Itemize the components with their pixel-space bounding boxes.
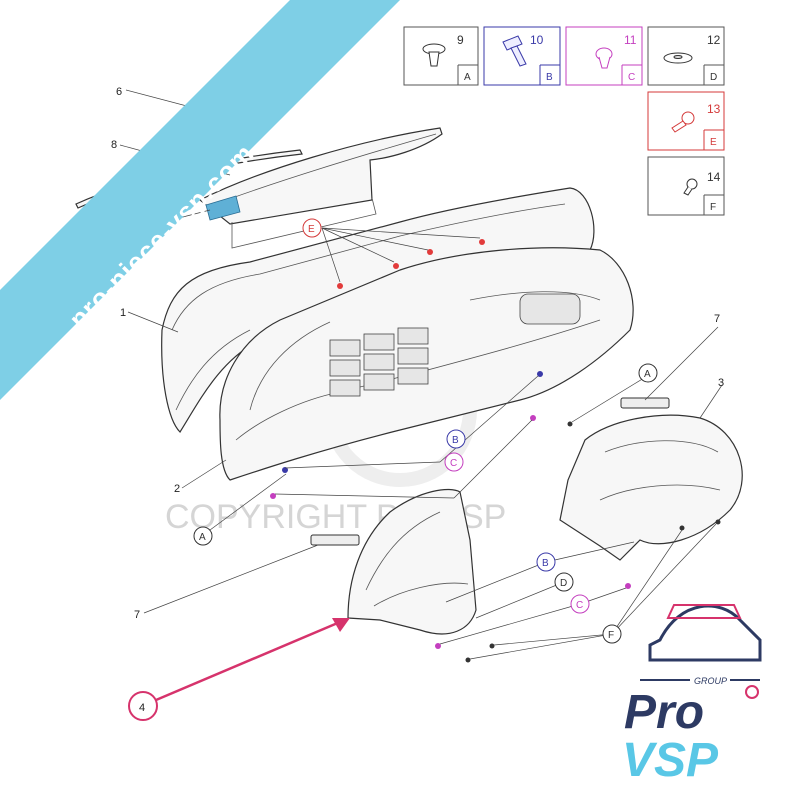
legend-number: 14 [707,170,721,184]
svg-text:C: C [450,458,457,469]
callout-A-left: A [193,526,213,546]
part-label-2: 2 [174,483,180,495]
part-label-6: 6 [116,86,122,98]
callout-C-top: C [444,452,464,472]
legend-box-13[interactable]: 13 E [647,91,725,151]
legend-letter: B [546,72,553,83]
flange-screw-icon [683,178,698,196]
logo-group-text: GROUP [694,676,727,686]
part-label-8: 8 [111,139,117,151]
expansion-rivet-icon [502,35,527,67]
part-label-7-left: 7 [134,609,140,621]
legend-letter: E [710,137,717,148]
legend-number: 10 [530,33,544,47]
callout-D: D [554,572,574,592]
svg-text:E: E [308,224,315,235]
part-6-spoiler[interactable] [198,127,443,225]
legend-letter: A [464,72,471,83]
legend-letter: D [710,72,717,83]
svg-text:A: A [199,532,206,543]
callout-F: F [602,624,622,644]
callout-A-right: A [638,363,658,383]
legend-box-9[interactable]: 9 A [403,26,479,86]
callout-E: E [302,218,322,238]
logo-pro-text: Pro [624,686,704,739]
legend-number: 11 [624,33,637,47]
svg-text:C: C [576,600,583,611]
part-7-left-bracket[interactable] [310,534,360,546]
part-label-3: 3 [718,377,724,389]
push-clip-icon [422,43,446,67]
highlight-arrow-part-4: 4 [128,618,350,721]
legend-number: 9 [457,33,464,47]
legend-box-10[interactable]: 10 B [483,26,561,86]
screw-markers [465,421,721,663]
callout-B-top: B [446,429,466,449]
svg-text:A: A [644,369,651,380]
callout-C-bottom: C [570,594,590,614]
washer-icon [663,52,693,64]
legend-box-14[interactable]: 14 F [647,156,725,216]
highlighted-part-number: 4 [139,702,145,714]
provsp-logo: GROUP Pro VSP [622,604,762,787]
legend-letter: C [628,72,635,83]
legend-letter: F [710,202,716,213]
part-7-right-bracket[interactable] [620,397,670,409]
part-label-1: 1 [120,307,126,319]
legend-number: 13 [707,102,721,116]
leader-lines [119,89,723,660]
screw-grommet-icon [595,47,613,69]
svg-text:F: F [608,630,614,641]
svg-text:B: B [452,435,459,446]
svg-text:D: D [560,578,567,589]
legend-box-11[interactable]: 11 C [565,26,643,86]
part-3-right-liner[interactable] [559,414,743,561]
part-label-7-right: 7 [714,313,720,325]
bolt-clip-markers [337,239,485,289]
legend-box-12[interactable]: 12 D [647,26,725,86]
svg-text:B: B [542,558,549,569]
callout-B-bottom: B [536,552,556,572]
grommet-markers [270,415,631,649]
part-4-left-liner[interactable] [347,488,477,635]
part-5-reflector[interactable] [205,195,241,221]
fog-light-recess [519,293,581,325]
logo-vsp-text: VSP [622,734,719,787]
legend-number: 12 [707,33,721,47]
lower-grille [329,327,429,397]
bolt-clip-icon [671,111,695,133]
